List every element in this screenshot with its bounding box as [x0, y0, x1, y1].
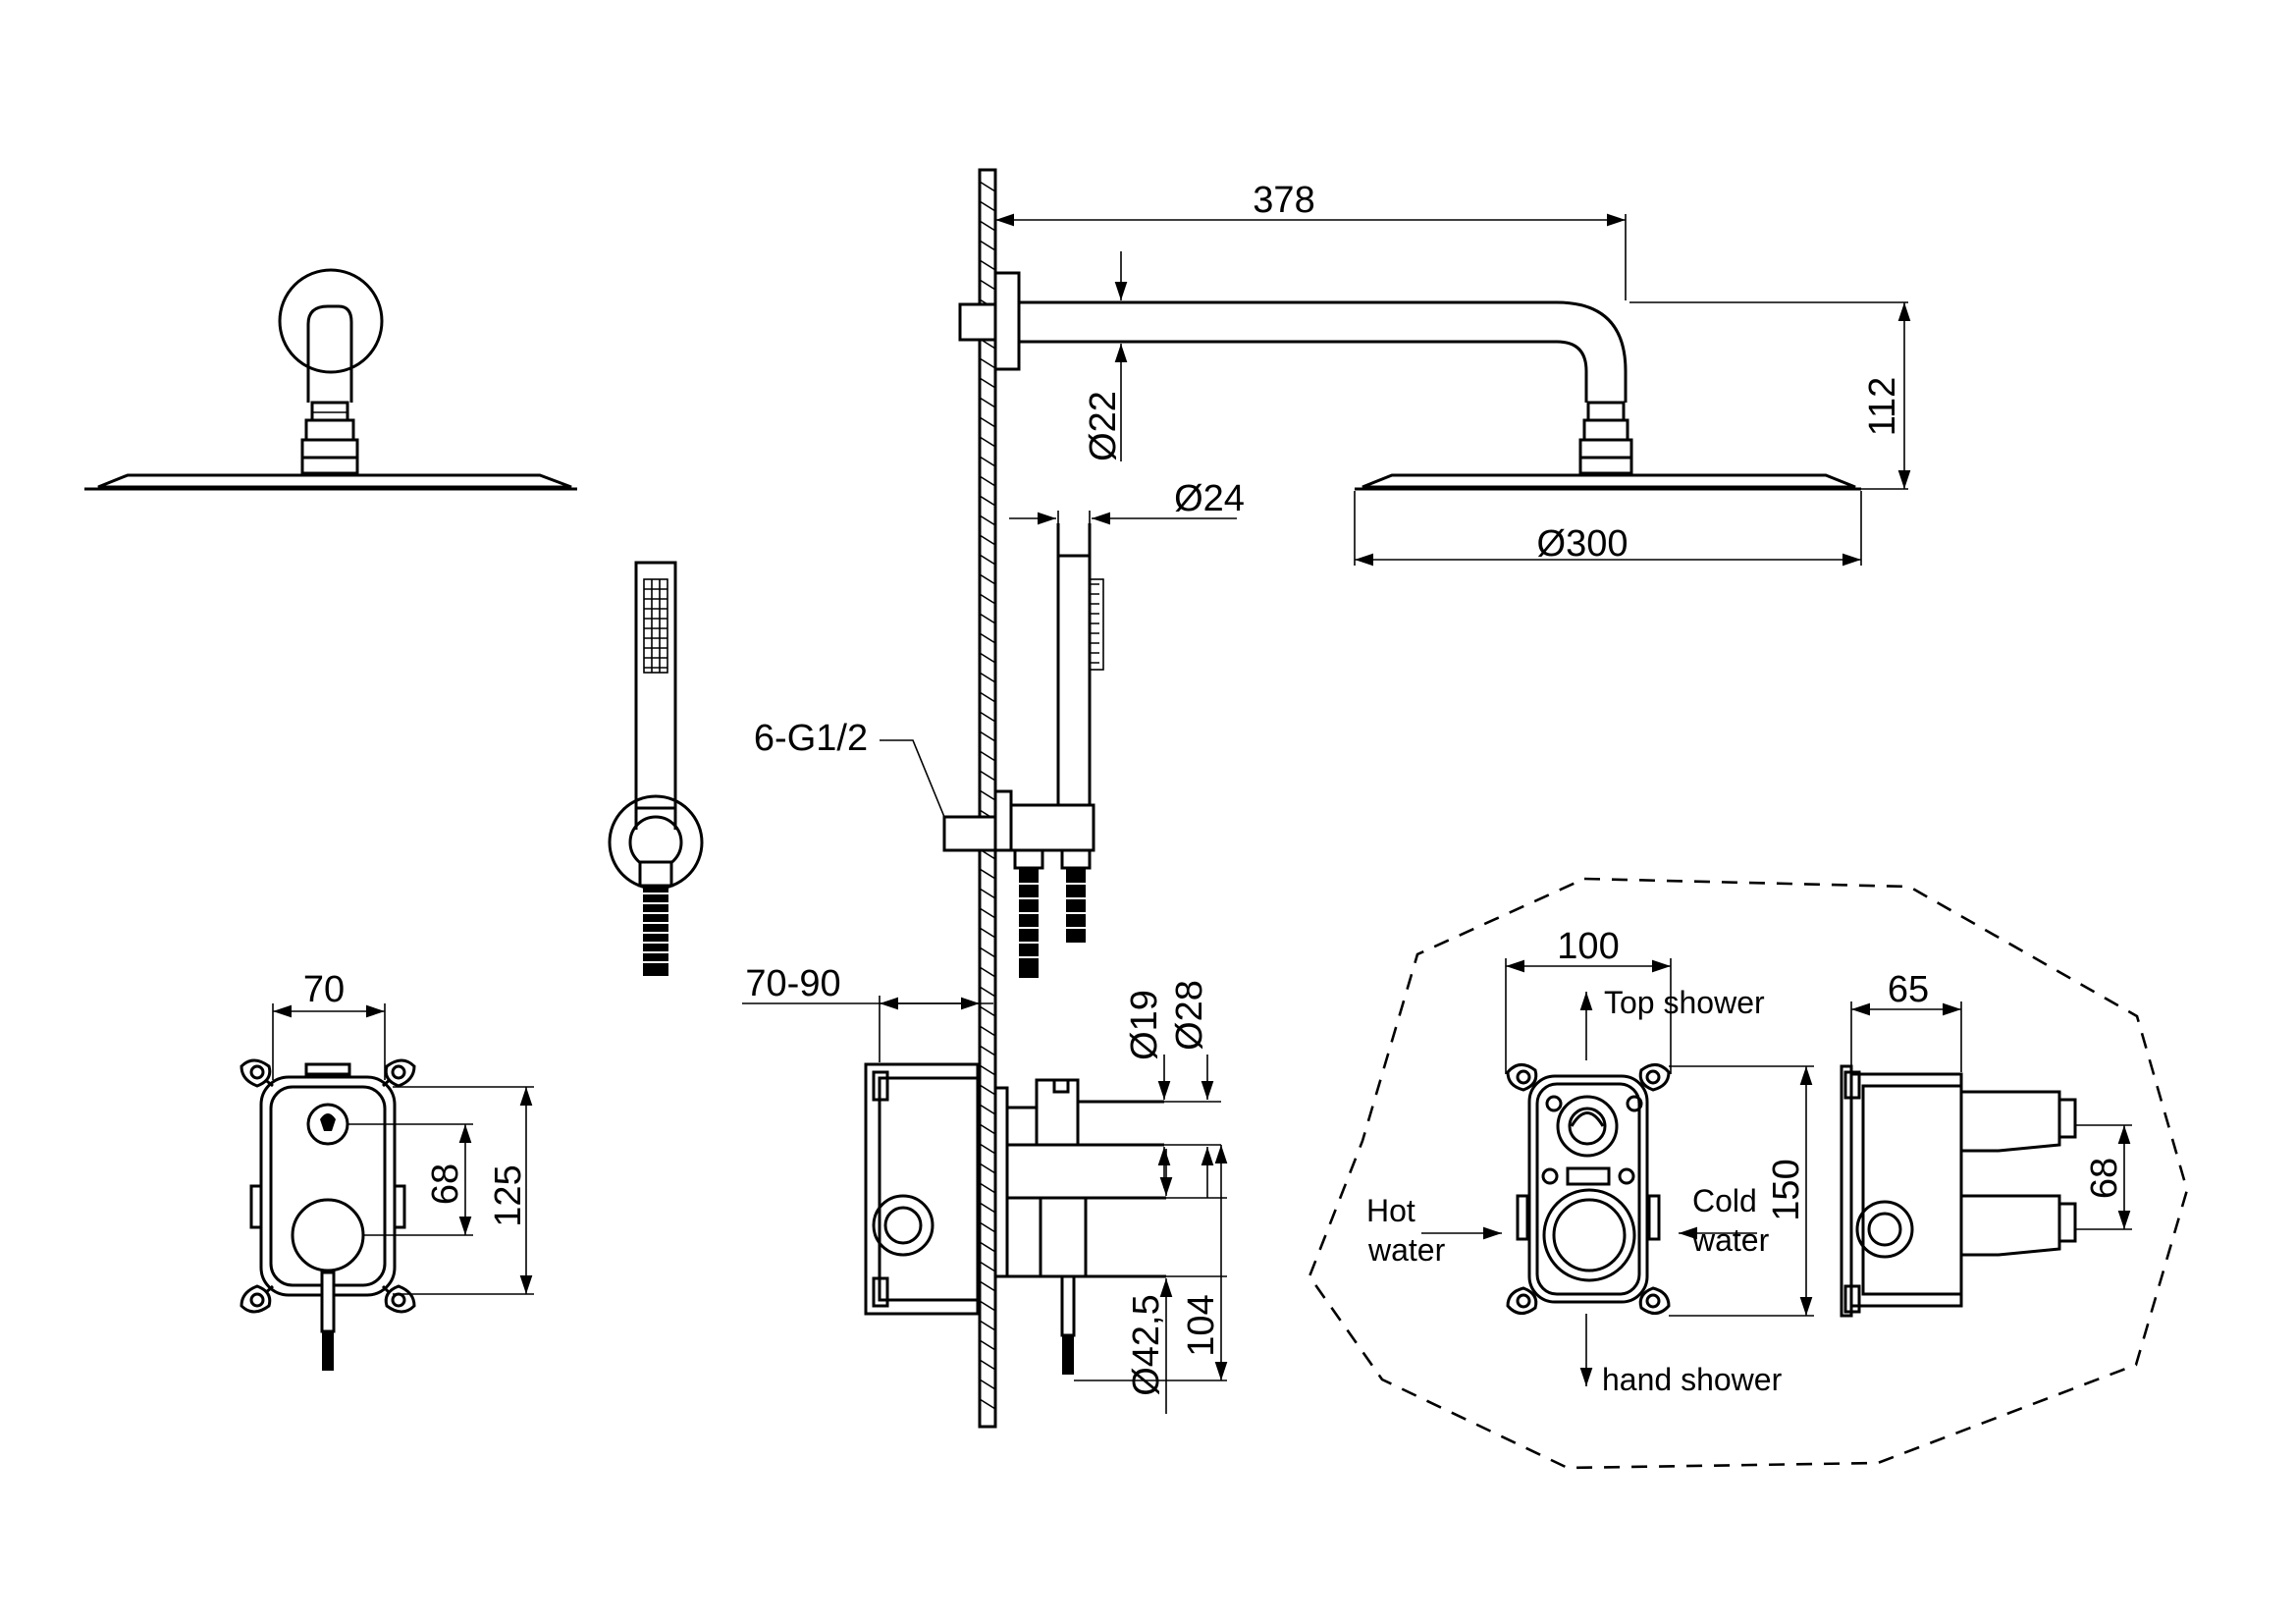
wall-section [978, 168, 997, 1429]
label-head-diameter: Ø300 [1537, 523, 1629, 565]
label-wall-depth: 70-90 [745, 963, 840, 1004]
label-detail-width: 100 [1557, 926, 1619, 967]
label-hot-2: water [1367, 1232, 1446, 1268]
label-cold-1: Cold [1692, 1183, 1757, 1218]
label-spout-d28: Ø28 [1169, 980, 1210, 1051]
label-box-width: 70 [303, 969, 345, 1010]
label-hand-shower: hand shower [1602, 1362, 1783, 1397]
concealed-valve-side-view [864, 1062, 1166, 1375]
label-hot-1: Hot [1366, 1193, 1415, 1228]
label-cold-2: water [1691, 1222, 1770, 1258]
label-detail-depth: 65 [1888, 969, 1929, 1010]
label-rail-diameter: Ø24 [1174, 478, 1245, 519]
dimension-lines [272, 213, 2132, 1414]
dimension-labels: 378 Ø22 112 Ø300 Ø24 6-G1/2 70-90 Ø19 Ø2… [303, 180, 2125, 1397]
label-detail-side-68: 68 [2084, 1158, 2125, 1199]
label-connection: 6-G1/2 [754, 718, 868, 759]
label-spout-d42: Ø42,5 [1126, 1294, 1167, 1396]
label-arm-diameter: Ø22 [1083, 391, 1124, 461]
label-drop-height: 112 [1862, 377, 1903, 437]
valve-front-view [240, 1058, 416, 1371]
hand-shower-holder-side [942, 523, 1104, 978]
valve-detail-callout [1308, 877, 2189, 1470]
label-box-68: 68 [425, 1163, 466, 1205]
hand-shower [608, 561, 704, 976]
label-top-shower: Top shower [1604, 985, 1765, 1020]
label-spout-104: 104 [1181, 1294, 1222, 1356]
label-box-125: 125 [488, 1164, 529, 1226]
shower-arm-side-view [958, 271, 1861, 491]
label-spout-d19: Ø19 [1124, 990, 1165, 1060]
label-detail-height: 150 [1766, 1159, 1807, 1220]
shower-head-front-view [84, 268, 577, 491]
label-arm-length: 378 [1253, 180, 1314, 221]
